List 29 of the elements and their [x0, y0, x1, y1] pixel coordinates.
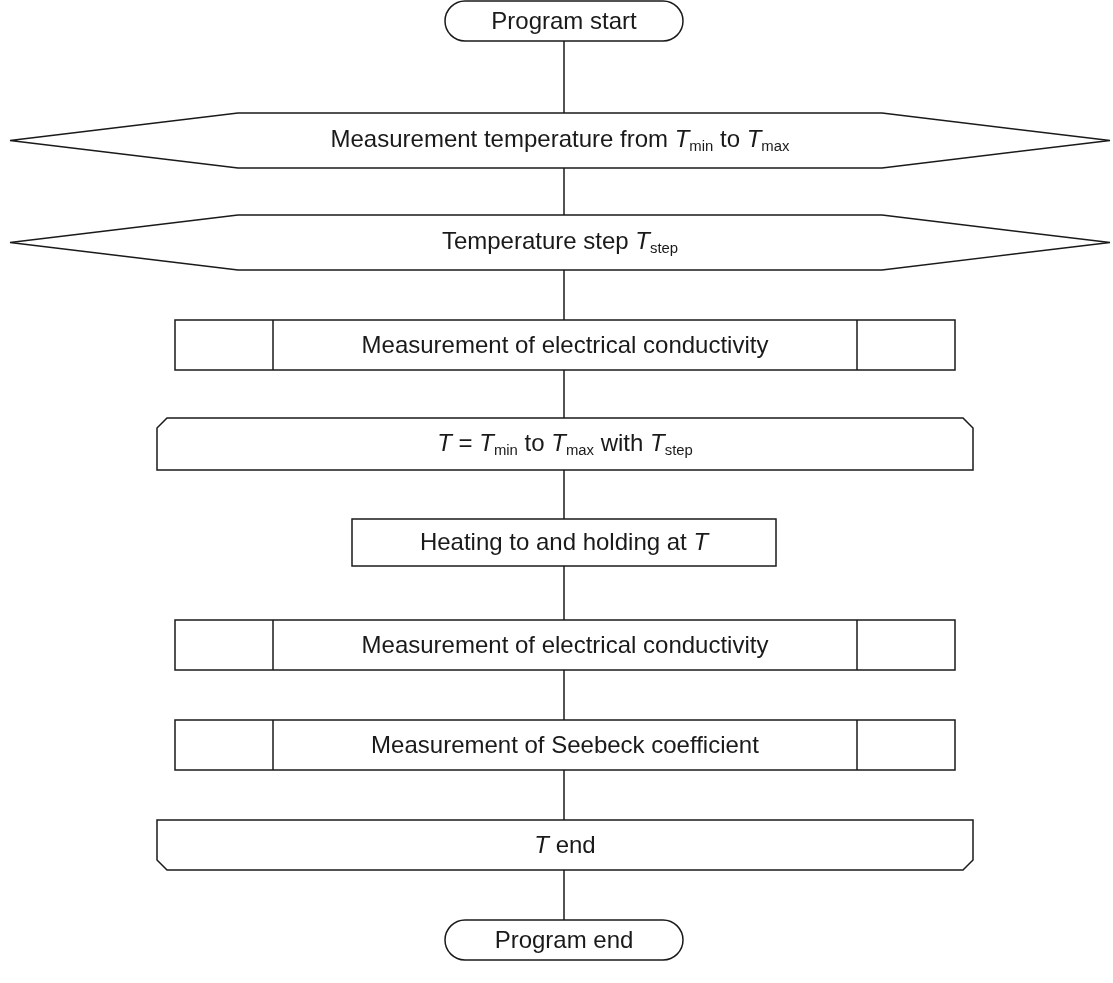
connector-line — [563, 769, 565, 821]
node-label: T end — [534, 830, 596, 860]
connector-line — [563, 869, 565, 921]
node-label: Temperature step T$_{step}$ — [441, 227, 679, 258]
predefined-process-box — [175, 320, 955, 370]
loop-end-box — [157, 820, 973, 870]
node-label: T = T$_{min}$ to T$_{max}$ with T$_{step}$ — [437, 428, 693, 460]
connector-line — [563, 269, 565, 321]
node-label: Program end — [494, 925, 634, 955]
predefined-process-box — [175, 720, 955, 770]
preparation-hexagon — [10, 215, 1110, 270]
preparation-hexagon — [10, 113, 1110, 168]
node-label: Measurement of electrical conductivity — [361, 330, 769, 360]
node-label: Measurement temperature from T$_{min}$ to T$_{max}$ — [330, 125, 790, 156]
node-label: Heating to and holding at T — [419, 528, 709, 557]
connector-line — [563, 469, 565, 520]
process-box — [352, 519, 776, 566]
connector-line — [563, 369, 565, 419]
terminal-shape — [445, 920, 683, 960]
node-label: Program start — [491, 6, 637, 36]
terminal-shape — [445, 1, 683, 41]
node-label: Measurement of electrical conductivity — [361, 630, 769, 660]
node-label: Measurement of Seebeck coefficient — [371, 730, 759, 760]
connector-line — [563, 669, 565, 721]
predefined-process-box — [175, 620, 955, 670]
connector-line — [563, 167, 565, 216]
loop-start-box — [157, 418, 973, 470]
connector-line — [563, 40, 565, 114]
connector-line — [563, 565, 565, 621]
